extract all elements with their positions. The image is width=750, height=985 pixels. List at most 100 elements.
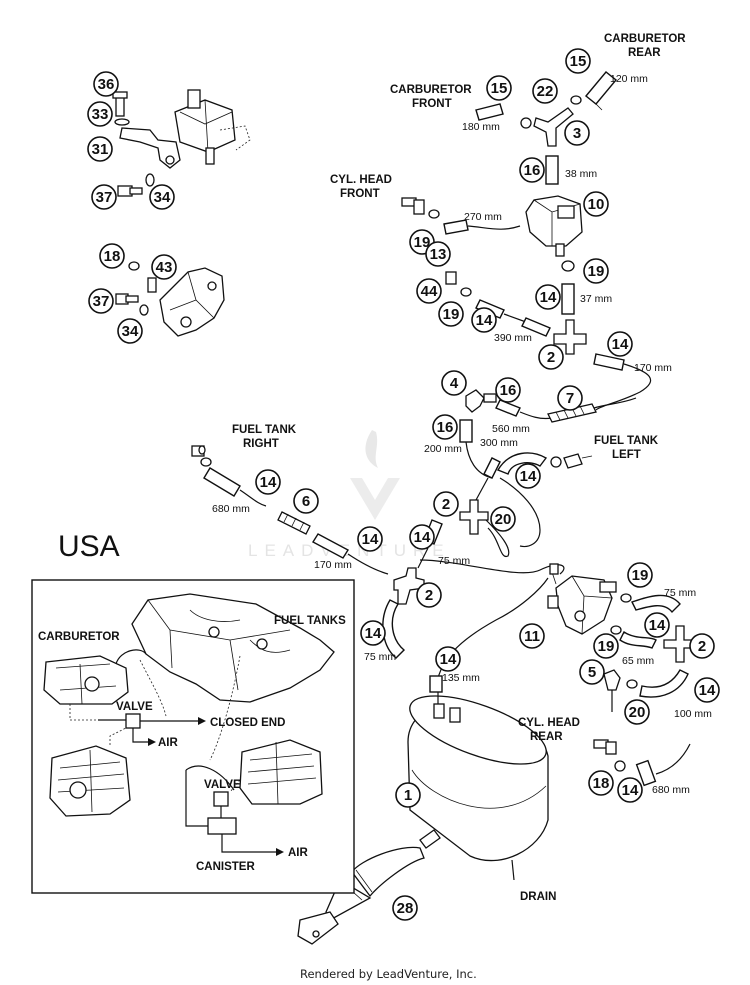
label-drain: DRAIN: [520, 891, 556, 903]
callout-number: 14: [520, 468, 537, 485]
region-label: USA: [58, 530, 120, 563]
callout-number: 19: [598, 638, 615, 655]
dim-38: 38 mm: [565, 168, 597, 180]
callout-number: 19: [414, 234, 431, 251]
callout-c18b: 18: [588, 770, 614, 796]
callout-circle: [490, 506, 516, 532]
callout-number: 37: [96, 189, 113, 206]
label-cyl-head-front-2: FRONT: [340, 188, 380, 200]
dim-680-right: 680 mm: [652, 784, 690, 796]
callout-c37b: 37: [88, 288, 114, 314]
callout-c14d: 14: [515, 463, 541, 489]
callout-number: 14: [362, 531, 379, 548]
callout-number: 14: [414, 529, 431, 546]
callout-number: 2: [547, 349, 555, 366]
inset-label-canister: CANISTER: [196, 861, 255, 873]
callout-circle: [91, 184, 117, 210]
callout-number: 2: [698, 638, 706, 655]
callout-c10: 10: [583, 191, 609, 217]
callout-c18a: 18: [99, 243, 125, 269]
callout-circle: [583, 191, 609, 217]
dim-37: 37 mm: [580, 293, 612, 305]
callout-number: 14: [699, 682, 716, 699]
label-fuel-tank-left-1: FUEL TANK: [594, 435, 659, 447]
inset-label-valve-bottom: VALVE: [204, 779, 241, 791]
callout-number: 19: [632, 567, 649, 584]
callout-number: 36: [98, 76, 115, 93]
label-carburetor-front-1: CARBURETOR: [390, 84, 472, 96]
callout-c2b: 2: [433, 491, 459, 517]
callout-c19e: 19: [593, 633, 619, 659]
callout-number: 5: [588, 664, 596, 681]
valve-cluster-11: [547, 563, 697, 787]
callout-c14j: 14: [644, 612, 670, 638]
callout-circle: [532, 78, 558, 104]
dim-135: 135 mm: [442, 672, 480, 684]
drain-hose-28: [297, 846, 425, 945]
canister-1: [407, 692, 549, 881]
callout-circle: [360, 620, 386, 646]
callout-number: 37: [93, 293, 110, 310]
callout-circle: [617, 777, 643, 803]
dim-100: 100 mm: [674, 708, 712, 720]
callout-circle: [624, 699, 650, 725]
dim-200: 200 mm: [424, 443, 462, 455]
callout-c34b: 34: [117, 318, 143, 344]
callout-circle: [117, 318, 143, 344]
callout-c14k: 14: [694, 677, 720, 703]
callout-number: 10: [588, 196, 605, 213]
callout-circle: [435, 646, 461, 672]
callout-c14g: 14: [357, 526, 383, 552]
inset-labels: FUEL TANKS CARBURETOR VALVE AIR CLOSED E…: [38, 615, 346, 873]
usa-inset: [31, 579, 355, 894]
callout-circle: [416, 278, 442, 304]
callout-c14e: 14: [255, 469, 281, 495]
inset-label-valve-top: VALVE: [116, 701, 153, 713]
callout-number: 11: [524, 628, 540, 645]
usa-label: USA: [58, 530, 120, 563]
callout-number: 22: [537, 83, 554, 100]
callout-circle: [486, 75, 512, 101]
callout-circle: [441, 370, 467, 396]
callout-c5: 5: [579, 659, 605, 685]
callout-number: 16: [500, 382, 517, 399]
dim-180: 180 mm: [462, 121, 500, 133]
callout-circle: [588, 770, 614, 796]
callout-number: 14: [649, 617, 666, 634]
callout-circle: [593, 633, 619, 659]
callout-circle: [535, 284, 561, 310]
callout-c2a: 2: [538, 344, 564, 370]
bracket-assembly-2: [115, 261, 225, 337]
callout-number: 14: [540, 289, 557, 306]
callout-c13: 13: [425, 241, 451, 267]
callout-c14b: 14: [471, 307, 497, 333]
label-cyl-head-front-1: CYL. HEAD: [330, 174, 392, 186]
callout-c14c: 14: [607, 331, 633, 357]
callout-circle: [87, 101, 113, 127]
callout-circle: [88, 288, 114, 314]
inset-label-air-top: AIR: [158, 737, 179, 749]
callout-c15a: 15: [486, 75, 512, 101]
callout-circle: [93, 71, 119, 97]
callout-circle: [438, 301, 464, 327]
dim-170-upper: 170 mm: [634, 362, 672, 374]
callout-circle: [519, 157, 545, 183]
dim-300: 300 mm: [480, 437, 518, 449]
callout-number: 31: [92, 141, 109, 158]
callout-c19c: 19: [438, 301, 464, 327]
callout-c33: 33: [87, 101, 113, 127]
callout-c16a: 16: [519, 157, 545, 183]
callout-number: 15: [491, 80, 508, 97]
callout-number: 16: [437, 419, 454, 436]
callout-c11: 11: [519, 623, 545, 649]
dim-120: 120 mm: [610, 73, 648, 85]
dim-75-right: 75 mm: [664, 587, 696, 599]
callout-c20a: 20: [490, 506, 516, 532]
callout-c16b: 16: [495, 377, 521, 403]
callout-number: 44: [421, 283, 438, 300]
callout-c44: 44: [416, 278, 442, 304]
inset-label-air-bottom: AIR: [288, 847, 309, 859]
callout-circle: [583, 258, 609, 284]
callout-circle: [87, 136, 113, 162]
